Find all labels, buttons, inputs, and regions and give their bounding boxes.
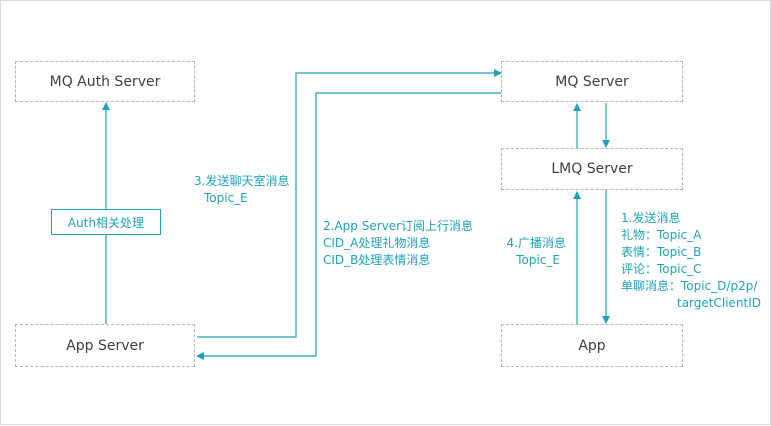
chatroom-send-topic: Topic_E	[204, 191, 248, 205]
mq-auth-server-node: MQ Auth Server	[15, 61, 195, 102]
app-server-label: App Server	[66, 337, 144, 354]
chatroom-send-label: 3.发送聊天室消息 Topic_E	[194, 173, 289, 207]
subscribe-label: 2.App Server订阅上行消息 CID_A处理礼物消息 CID_B处理表情…	[323, 218, 473, 269]
app-label: App	[578, 337, 606, 354]
lmq-server-label: LMQ Server	[551, 161, 633, 177]
send-message-target: targetClientID	[677, 296, 762, 310]
send-message-step: 1.发送消息	[621, 211, 681, 225]
broadcast-topic: Topic_E	[516, 253, 560, 267]
auth-process-label: Auth相关处理	[67, 215, 145, 230]
send-message-emoji: 表情：Topic_B	[621, 245, 702, 259]
lmq-server-node: LMQ Server	[501, 148, 683, 190]
broadcast-step: 4.广播消息	[506, 236, 566, 250]
send-message-comment: 评论：Topic_C	[621, 262, 702, 276]
send-message-gift: 礼物：Topic_A	[621, 228, 702, 242]
chatroom-send-arrow	[197, 69, 502, 338]
auth-process-node: Auth相关处理	[51, 209, 161, 235]
subscribe-step: 2.App Server订阅上行消息	[323, 219, 474, 233]
subscribe-cid-a: CID_A处理礼物消息	[323, 236, 431, 250]
subscribe-cid-b: CID_B处理表情消息	[323, 253, 431, 267]
send-message-label: 1.发送消息 礼物：Topic_A 表情：Topic_B 评论：Topic_C …	[621, 210, 761, 312]
app-server-node: App Server	[15, 324, 195, 367]
broadcast-label: 4.广播消息 Topic_E	[498, 235, 566, 269]
app-node: App	[501, 324, 683, 367]
mq-server-node: MQ Server	[501, 61, 683, 102]
send-message-p2p: 单聊消息：Topic_D/p2p/	[621, 279, 758, 293]
subscribe-arrow	[196, 92, 501, 360]
mq-auth-server-label: MQ Auth Server	[49, 73, 161, 90]
chatroom-send-step: 3.发送聊天室消息	[194, 174, 290, 188]
mq-server-label: MQ Server	[555, 73, 629, 90]
